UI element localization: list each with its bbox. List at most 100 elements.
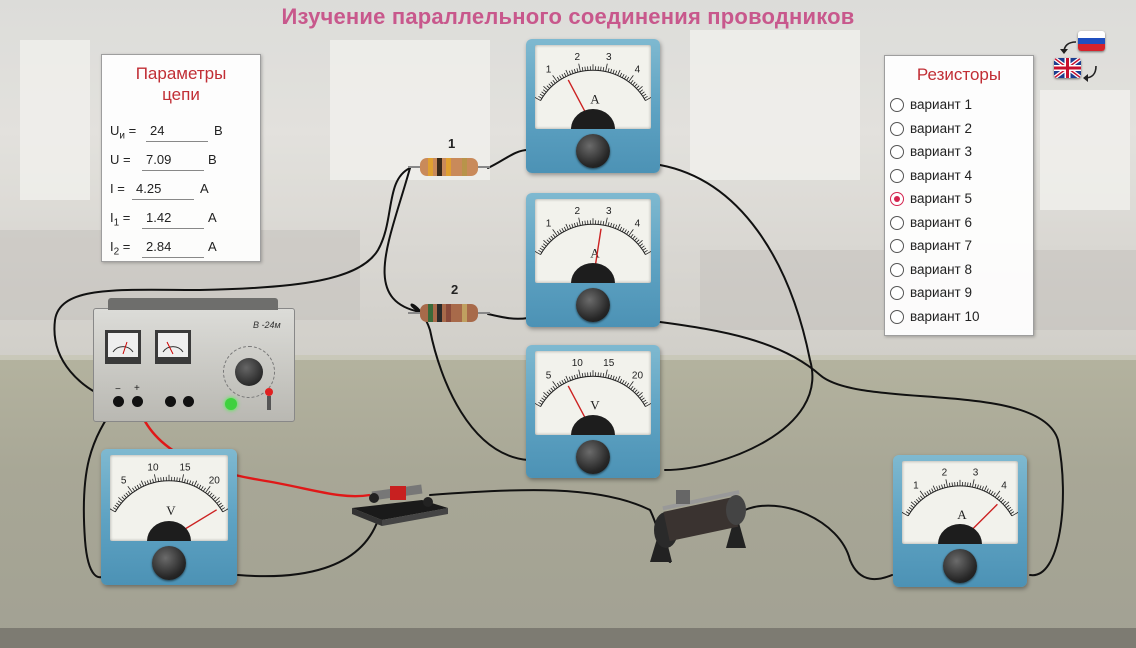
dial-tick xyxy=(559,75,562,80)
dial-tick xyxy=(219,504,224,508)
dial-tick xyxy=(972,479,975,488)
dial-tick xyxy=(619,226,623,231)
key-switch[interactable] xyxy=(352,478,450,526)
resistor-2[interactable]: 2 xyxy=(408,282,490,328)
power-toggle-switch[interactable] xyxy=(265,388,273,410)
dial-tick xyxy=(926,490,930,495)
resistor-variant-option[interactable]: вариант 10 xyxy=(890,308,1030,330)
dial-tick xyxy=(626,382,630,387)
dial-tick xyxy=(1005,504,1010,508)
dial-tick xyxy=(556,230,560,235)
radio-unselected-icon[interactable] xyxy=(890,145,904,159)
voltage-knob[interactable] xyxy=(235,358,263,386)
dial-tick xyxy=(967,482,969,487)
dial-tick xyxy=(193,480,198,487)
ammeter-right-zero-knob[interactable] xyxy=(943,548,977,583)
resistor-variant-option[interactable]: вариант 3 xyxy=(890,143,1030,165)
dial-tick xyxy=(998,497,1003,501)
dial-tick xyxy=(576,374,579,379)
resistor-variant-label: вариант 6 xyxy=(910,214,972,230)
dial-tick xyxy=(216,500,221,504)
dial-tick xyxy=(986,488,989,493)
dial-tick xyxy=(901,511,909,517)
wire xyxy=(744,504,893,581)
dial-tick xyxy=(108,507,116,513)
terminal-plus[interactable] xyxy=(132,396,143,407)
dial-tick xyxy=(979,485,982,490)
radio-unselected-icon[interactable] xyxy=(890,262,904,277)
dial-tick xyxy=(550,235,554,240)
resistor-2-body xyxy=(408,304,490,322)
dial-tick-label: 15 xyxy=(179,462,191,473)
resistor-variant-option[interactable]: вариант 9 xyxy=(890,284,1030,306)
parameter-unit: В xyxy=(214,123,223,138)
radio-selected-icon[interactable] xyxy=(890,192,904,206)
dial-tick xyxy=(134,486,138,491)
parameter-unit: А xyxy=(200,181,209,196)
dial-tick xyxy=(563,72,567,77)
dial-tick xyxy=(209,492,213,497)
resistor-1[interactable]: 1 xyxy=(408,136,490,182)
dial-tick xyxy=(632,235,636,240)
needle-hub xyxy=(571,263,615,283)
resistor-variant-option[interactable]: вариант 5 xyxy=(890,190,1030,212)
dial-tick xyxy=(981,486,984,491)
radio-unselected-icon[interactable] xyxy=(890,239,904,253)
radio-unselected-icon[interactable] xyxy=(890,215,904,230)
radio-unselected-icon[interactable] xyxy=(890,168,904,183)
background-window xyxy=(690,30,860,180)
dial-tick xyxy=(550,81,554,86)
rheostat[interactable] xyxy=(642,482,754,570)
background-window xyxy=(1040,90,1130,210)
dial-tick xyxy=(533,402,541,407)
dial-unit-label: А xyxy=(590,245,600,260)
dial-tick xyxy=(924,492,928,497)
radio-unselected-icon[interactable] xyxy=(890,121,904,136)
voltmeter-left-zero-knob[interactable] xyxy=(152,546,186,580)
dial-tick xyxy=(213,496,217,500)
parameter-value: 4.25 xyxy=(136,181,162,196)
dial-tick xyxy=(612,223,615,228)
dial-tick xyxy=(114,504,119,508)
ammeter-middle-zero-knob[interactable] xyxy=(576,288,610,322)
dial-tick xyxy=(556,382,560,387)
dial-tick xyxy=(621,380,625,384)
dial-tick xyxy=(568,224,572,229)
radio-unselected-icon[interactable] xyxy=(890,309,904,324)
swap-arrows-icon[interactable] xyxy=(1058,36,1106,84)
radio-unselected-icon[interactable] xyxy=(890,286,904,300)
dial-tick xyxy=(630,79,634,84)
voltmeter-middle-zero-knob[interactable] xyxy=(576,439,610,474)
wire xyxy=(53,167,411,403)
terminal-extra[interactable] xyxy=(165,396,176,407)
dial-tick xyxy=(624,381,627,386)
terminal-extra[interactable] xyxy=(183,396,194,407)
dial-tick xyxy=(205,485,211,493)
resistor-variant-option[interactable]: вариант 8 xyxy=(890,261,1030,283)
dial-tick xyxy=(1002,500,1006,505)
dial-tick xyxy=(630,385,634,390)
psu-meter-left xyxy=(105,330,141,364)
resistor-variant-option[interactable]: вариант 2 xyxy=(890,120,1030,142)
dial-tick xyxy=(600,66,602,71)
resistor-variant-option[interactable]: вариант 1 xyxy=(890,96,1030,118)
dial-tick xyxy=(149,479,152,484)
resistor-variant-label: вариант 1 xyxy=(910,97,972,112)
dial-tick xyxy=(990,490,994,495)
terminal-minus[interactable] xyxy=(113,396,124,407)
flag-uk-icon[interactable] xyxy=(1054,58,1081,78)
resistor-variant-option[interactable]: вариант 6 xyxy=(890,214,1030,236)
dial-tick xyxy=(548,237,552,241)
dial-tick xyxy=(189,480,192,485)
dial-tick xyxy=(621,74,625,78)
dial-tick xyxy=(178,477,181,482)
radio-unselected-icon[interactable] xyxy=(890,98,904,112)
dial-tick xyxy=(552,75,558,83)
flag-russia-icon[interactable] xyxy=(1078,31,1105,51)
power-supply[interactable]: В -24м − + xyxy=(93,298,297,424)
ammeter-top-zero-knob[interactable] xyxy=(576,134,610,168)
resistor-variant-option[interactable]: вариант 4 xyxy=(890,167,1030,189)
resistor-variant-option[interactable]: вариант 7 xyxy=(890,237,1030,259)
dial-unit-label: А xyxy=(957,507,967,522)
